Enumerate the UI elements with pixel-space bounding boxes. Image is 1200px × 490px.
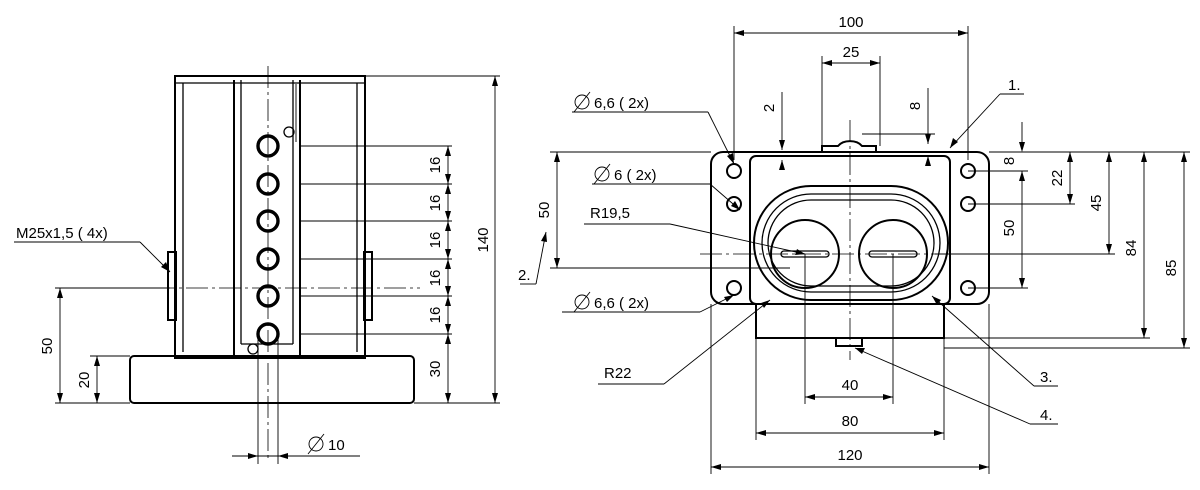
diameter-symbol-icon [308, 436, 324, 452]
dim-width-40: 40 [842, 377, 859, 394]
conduit-entry-right [363, 251, 373, 321]
dim-pitch-4: 16 [427, 270, 444, 287]
dim-right-8: 8 [1001, 157, 1018, 165]
dim-right-84: 84 [1123, 240, 1140, 257]
dim-width-100: 100 [838, 14, 863, 31]
diameter-symbol-icon [574, 94, 590, 110]
dim-width-80: 80 [842, 413, 859, 430]
callout-3: 3. [1040, 369, 1053, 386]
dim-pitch-3: 16 [427, 232, 444, 249]
side-view: 16 16 16 16 16 30 140 50 20 M25x1,5 ( 4x… [14, 66, 500, 464]
dim-pitch-5: 16 [427, 307, 444, 324]
actuator-top [821, 140, 877, 152]
conduit-entry-left [167, 251, 177, 321]
base-plate [129, 355, 415, 404]
callout-2: 2. [518, 267, 531, 284]
dim-gap-8-top: 8 [907, 102, 924, 110]
dim-right-22: 22 [1049, 170, 1066, 187]
label-hole-d66-bottom: 6,6 ( 2x) [594, 295, 649, 312]
mounting-hole-d66-bottom-left [726, 280, 742, 296]
label-radius-outer: R22 [604, 365, 632, 382]
gasket-middle [761, 193, 941, 293]
thread-label: M25x1,5 ( 4x) [16, 225, 108, 242]
diameter-symbol-icon [574, 294, 590, 310]
dim-bottom-offset: 30 [427, 361, 444, 378]
dim-left-50: 50 [536, 202, 553, 219]
actuator-bottom [835, 338, 863, 347]
dim-pitch-2: 16 [427, 195, 444, 212]
dim-total-height: 140 [475, 227, 492, 252]
reference-hole-bottom [247, 343, 259, 355]
dim-base-height: 20 [76, 372, 93, 389]
dim-right-45: 45 [1088, 195, 1105, 212]
mounting-hole-d6-left [726, 196, 742, 212]
dim-right-50: 50 [1001, 220, 1018, 237]
label-hole-d66-top: 6,6 ( 2x) [594, 95, 649, 112]
mounting-hole-d66-top-left [726, 163, 742, 179]
front-view: 100 25 2 8 6,6 ( 2x) 6 ( [518, 14, 1190, 474]
dim-width-25: 25 [843, 44, 860, 61]
dim-right-85: 85 [1163, 260, 1180, 277]
gasket-inner [767, 199, 935, 287]
dim-width-120: 120 [837, 447, 862, 464]
diameter-symbol-icon [594, 166, 610, 182]
callout-1: 1. [1008, 77, 1021, 94]
reference-hole-top [283, 126, 295, 138]
callout-4: 4. [1040, 407, 1053, 424]
label-radius-inner: R19,5 [590, 205, 630, 222]
dim-conduit-height: 50 [39, 338, 56, 355]
dim-diameter: 10 [328, 437, 345, 454]
dim-pitch-1: 16 [427, 157, 444, 174]
dim-gap-2: 2 [761, 104, 778, 112]
housing-body [174, 75, 366, 359]
label-hole-d6: 6 ( 2x) [614, 167, 657, 184]
